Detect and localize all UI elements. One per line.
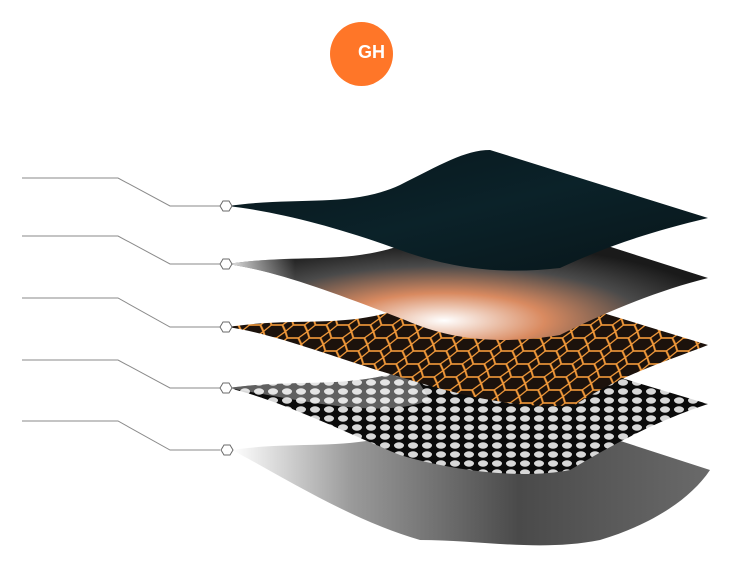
leader-line-5 (22, 420, 220, 451)
hexagon-marker-1 (219, 200, 233, 212)
leader-line-3 (22, 297, 220, 328)
white-hex-fade (228, 368, 430, 409)
hexagon-marker-3 (219, 321, 233, 333)
glow-left-highlight (228, 242, 420, 320)
dark-teal-layer (228, 150, 708, 271)
hexagon-marker-4 (219, 382, 233, 394)
leader-line-1 (22, 177, 220, 207)
gh-logo: GH (330, 22, 393, 86)
hexagon-marker-2 (219, 258, 233, 270)
leader-line-2 (22, 235, 220, 265)
logo-text: GH (358, 42, 385, 62)
hexagon-marker-5 (220, 444, 234, 456)
leader-line-4 (22, 359, 220, 389)
